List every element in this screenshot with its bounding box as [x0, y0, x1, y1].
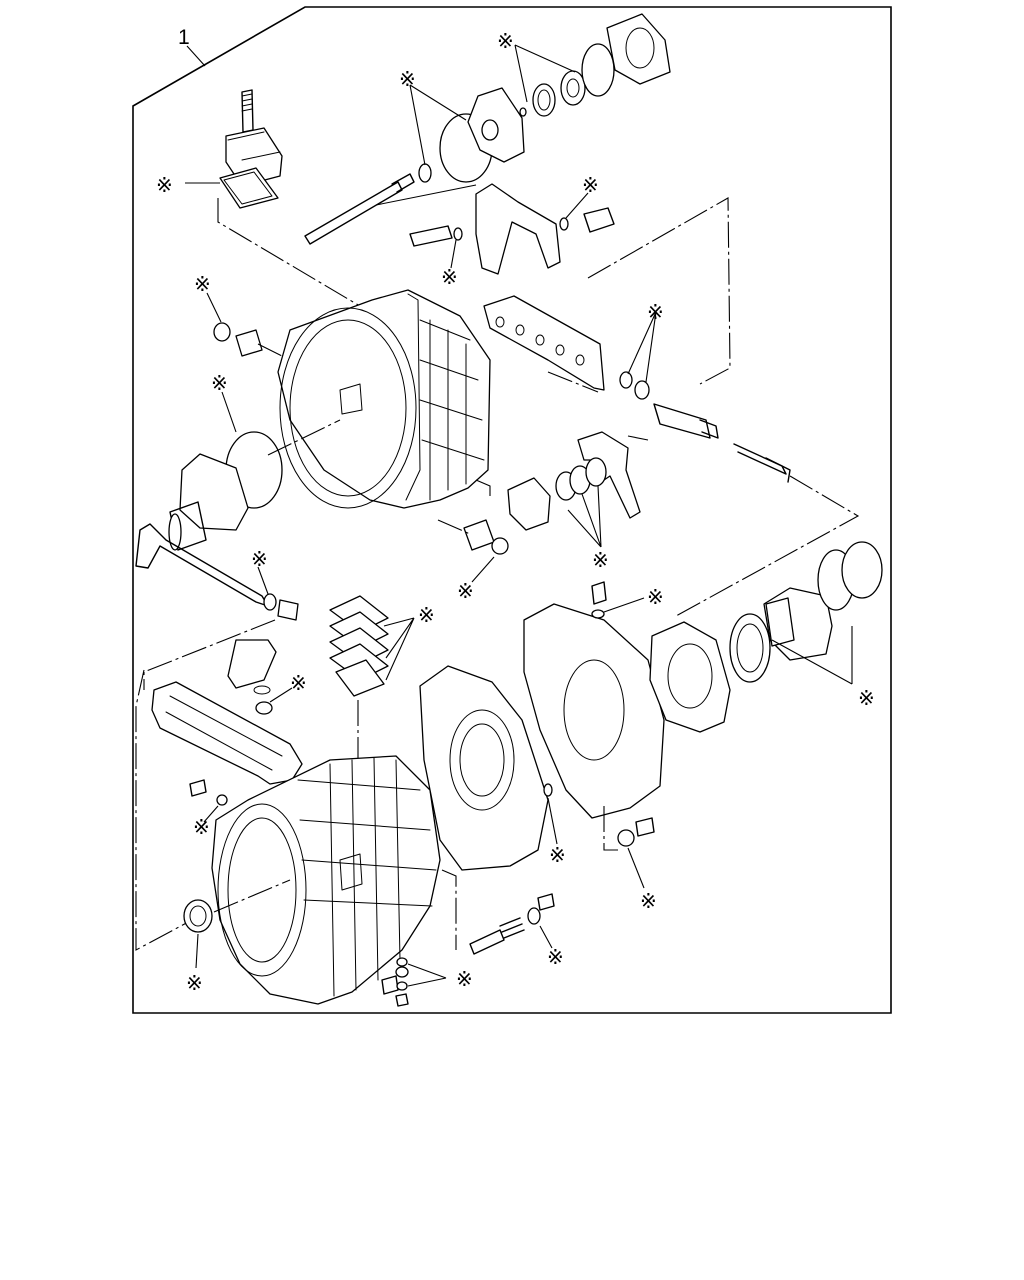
drain-plug-group [617, 817, 655, 847]
kit-marker-1: ※ [156, 173, 173, 197]
kit-marker-7: ※ [211, 371, 228, 395]
kit-marker-3: ※ [497, 29, 514, 53]
lower-fork-group [507, 431, 641, 531]
intermediate-plate [419, 665, 549, 871]
bottom-bolt-group [381, 957, 409, 1007]
drain-bolt-group [189, 779, 228, 806]
kit-marker-14: ※ [193, 815, 210, 839]
kit-marker-2: ※ [399, 67, 416, 91]
plate-stack-group [329, 595, 389, 697]
kit-marker-19: ※ [640, 889, 657, 913]
kit-marker-15: ※ [186, 971, 203, 995]
clutch-housing [277, 289, 491, 509]
shift-shaft-group [304, 113, 493, 245]
top-cover-group [219, 89, 283, 209]
kit-marker-11: ※ [251, 547, 268, 571]
kit-marker-13: ※ [418, 603, 435, 627]
breather-group [591, 581, 607, 619]
lower-bushing-group [463, 519, 509, 555]
transmission-case [211, 755, 441, 1005]
kit-marker-17: ※ [647, 585, 664, 609]
bracket-plate-group [227, 639, 277, 715]
output-cover-group [649, 541, 883, 733]
kit-marker-12: ※ [290, 671, 307, 695]
shaft-seal-group [619, 371, 791, 483]
kit-marker-6: ※ [194, 272, 211, 296]
left-bushing-group [213, 322, 263, 357]
kit-marker-8: ※ [647, 300, 664, 324]
shift-rod-group [135, 523, 299, 621]
assembly-number-leader [186, 45, 206, 67]
detent-plunger-group [469, 893, 555, 955]
kit-marker-20: ※ [547, 945, 564, 969]
kit-marker-4: ※ [582, 173, 599, 197]
shift-fork-group [409, 183, 615, 275]
kit-marker-9: ※ [592, 548, 609, 572]
kit-marker-18: ※ [858, 686, 875, 710]
kit-marker-16: ※ [549, 843, 566, 867]
valve-housing-group [151, 681, 303, 785]
center-bracket-group [483, 295, 605, 391]
input-retainer-group [168, 431, 283, 551]
assembly-number-label: 1 [178, 26, 190, 49]
kit-marker-10: ※ [457, 579, 474, 603]
rear-cover-stack [467, 13, 671, 163]
kit-marker-5: ※ [441, 265, 458, 289]
assembly-frame [132, 6, 892, 1014]
kit-marker-21: ※ [456, 967, 473, 991]
front-seal-group [183, 899, 213, 933]
